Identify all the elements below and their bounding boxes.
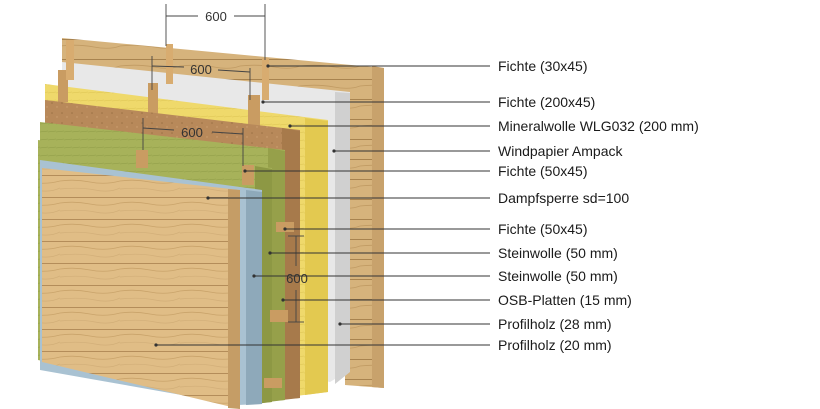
label-fichte-50x45-upper: Fichte (50x45)	[243, 163, 587, 179]
label-dampfsperre: Dampfsperre sd=100	[206, 190, 629, 206]
label-mineralwolle: Mineralwolle WLG032 (200 mm)	[288, 118, 699, 134]
label-profilholz-28: Profilholz (28 mm)	[338, 316, 612, 332]
dimension-label-middle: 600	[190, 62, 212, 77]
svg-text:Fichte (50x45): Fichte (50x45)	[498, 163, 587, 179]
svg-text:Fichte (50x45): Fichte (50x45)	[498, 221, 587, 237]
svg-text:Steinwolle (50 mm): Steinwolle (50 mm)	[498, 245, 618, 261]
svg-text:Profilholz (20 mm): Profilholz (20 mm)	[498, 337, 612, 353]
svg-text:Fichte (30x45): Fichte (30x45)	[498, 58, 587, 74]
svg-text:Dampfsperre sd=100: Dampfsperre sd=100	[498, 190, 629, 206]
svg-text:Mineralwolle WLG032 (200 mm): Mineralwolle WLG032 (200 mm)	[498, 118, 699, 134]
svg-text:Profilholz (28 mm): Profilholz (28 mm)	[498, 316, 612, 332]
label-steinwolle-1: Steinwolle (50 mm)	[268, 245, 618, 261]
svg-text:Windpapier Ampack: Windpapier Ampack	[498, 143, 624, 159]
label-windpapier: Windpapier Ampack	[332, 143, 624, 159]
label-steinwolle-2: Steinwolle (50 mm)	[252, 268, 618, 284]
dimension-lower: 600	[142, 118, 244, 166]
dimension-label-lower: 600	[181, 125, 203, 140]
label-osb: OSB-Platten (15 mm)	[281, 292, 632, 308]
dimension-label-vertical: 600	[286, 271, 308, 286]
svg-text:Steinwolle (50 mm): Steinwolle (50 mm)	[498, 268, 618, 284]
dimension-top: 600	[165, 4, 266, 60]
top-studs	[58, 40, 269, 133]
label-fichte-50x45-lower: Fichte (50x45)	[283, 221, 587, 237]
svg-text:Fichte (200x45): Fichte (200x45)	[498, 94, 595, 110]
dimension-label-top: 600	[205, 9, 227, 24]
svg-text:OSB-Platten (15 mm): OSB-Platten (15 mm)	[498, 292, 632, 308]
label-fichte-200x45: Fichte (200x45)	[261, 94, 595, 110]
label-profilholz-20: Profilholz (20 mm)	[154, 337, 612, 353]
label-fichte-30x45: Fichte (30x45)	[266, 58, 587, 74]
front-profile-boarding	[42, 168, 240, 409]
dimension-vertical: 600	[286, 235, 308, 323]
dimension-middle: 600	[151, 56, 251, 100]
